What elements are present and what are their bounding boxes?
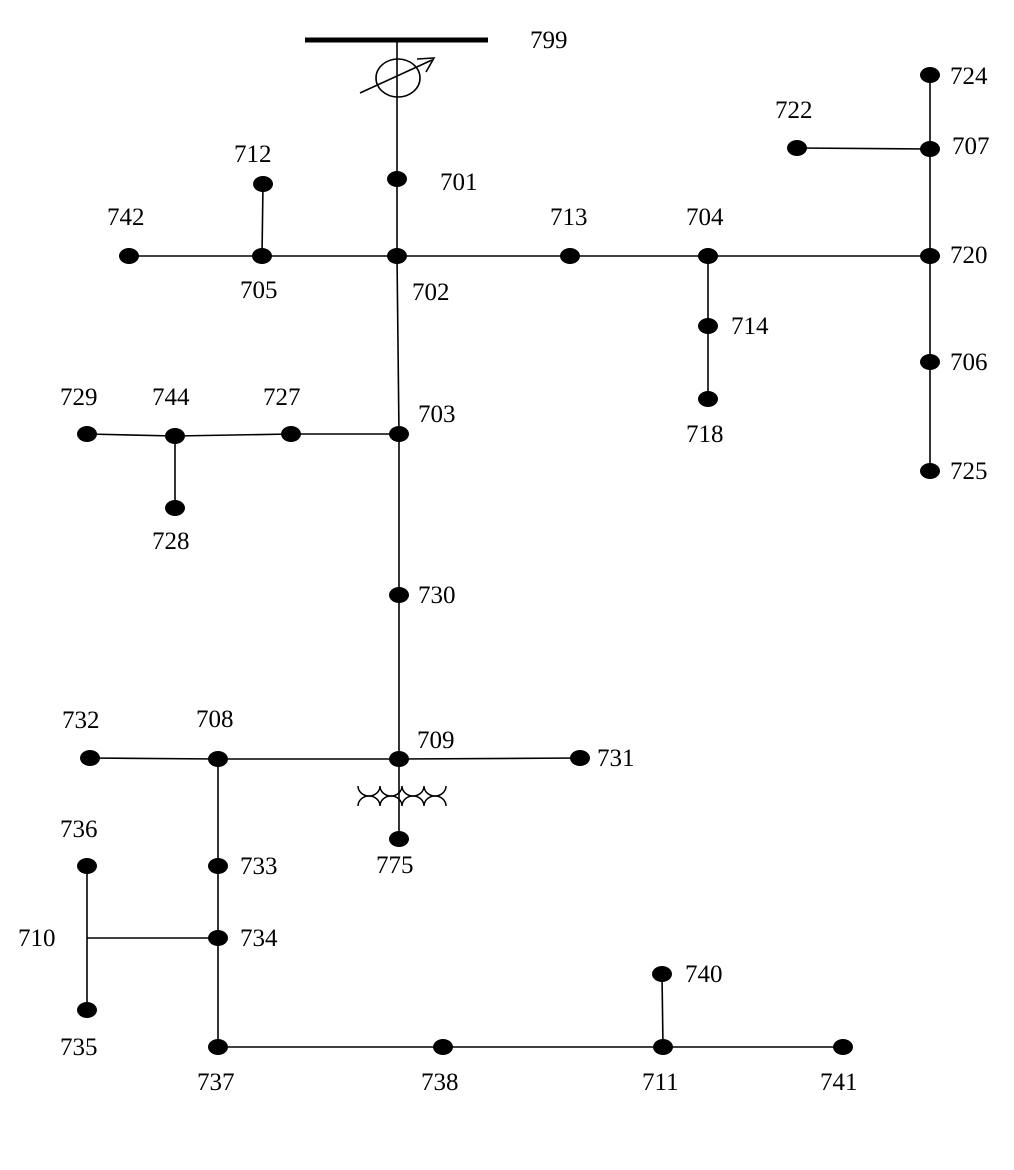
node-label-720: 720: [950, 242, 988, 269]
node-label-728: 728: [152, 528, 190, 555]
node-706: [920, 354, 940, 370]
node-701: [387, 171, 407, 187]
node-label-710: 710: [18, 925, 56, 952]
node-label-740: 740: [685, 961, 723, 988]
edge-712-705: [261, 183, 264, 257]
node-label-703: 703: [418, 401, 456, 428]
node-label-724: 724: [950, 63, 988, 90]
node-label-722: 722: [775, 97, 813, 124]
edge-709-731: [398, 757, 581, 760]
node-707: [920, 141, 940, 157]
node-720: [920, 248, 940, 264]
node-label-799: 799: [530, 27, 568, 54]
node-722: [787, 140, 807, 156]
node-label-713: 713: [550, 204, 588, 231]
node-label-730: 730: [418, 582, 456, 609]
edge-708-732: [89, 757, 219, 760]
node-label-705: 705: [240, 277, 278, 304]
node-label-736: 736: [60, 816, 98, 843]
node-label-708: 708: [196, 706, 234, 733]
node-736: [77, 858, 97, 874]
node-label-706: 706: [950, 349, 988, 376]
node-label-775: 775: [376, 852, 414, 879]
node-709: [389, 751, 409, 767]
node-742: [119, 248, 139, 264]
node-labels: 799 701 702 703 704 705 706 707 708 709 710 711 712 7…: [18, 27, 990, 1096]
line-segments: [86, 40, 931, 1048]
edge-722-707: [796, 147, 931, 150]
node-label-702: 702: [412, 279, 450, 306]
node-label-718: 718: [686, 421, 724, 448]
edge-711-740: [661, 973, 664, 1048]
node-708: [208, 751, 228, 767]
node-704: [698, 248, 718, 264]
node-727: [281, 426, 301, 442]
node-732: [80, 750, 100, 766]
node-740: [652, 966, 672, 982]
node-725: [920, 463, 940, 479]
node-label-727: 727: [263, 384, 301, 411]
node-730: [389, 587, 409, 603]
node-label-714: 714: [731, 313, 769, 340]
node-775: [389, 831, 409, 847]
node-718: [698, 391, 718, 407]
nodes: [77, 67, 940, 1055]
node-711: [653, 1039, 673, 1055]
node-label-704: 704: [686, 204, 724, 231]
node-702: [387, 248, 407, 264]
node-712: [253, 176, 273, 192]
node-label-737: 737: [197, 1069, 235, 1096]
node-713: [560, 248, 580, 264]
node-label-731: 731: [597, 745, 635, 772]
node-label-711: 711: [642, 1069, 679, 1096]
regulator-icon: [359, 57, 436, 98]
node-741: [833, 1039, 853, 1055]
node-label-709: 709: [417, 727, 455, 754]
node-724: [920, 67, 940, 83]
node-label-707: 707: [952, 133, 990, 160]
node-label-725: 725: [950, 458, 988, 485]
node-731: [570, 750, 590, 766]
node-705: [252, 248, 272, 264]
node-label-729: 729: [60, 384, 98, 411]
node-label-742: 742: [107, 204, 145, 231]
node-label-734: 734: [240, 925, 278, 952]
node-728: [165, 500, 185, 516]
edge-702-703: [396, 255, 400, 435]
node-735: [77, 1002, 97, 1018]
node-label-732: 732: [62, 707, 100, 734]
node-label-741: 741: [820, 1069, 858, 1096]
edge-744-729: [86, 433, 176, 437]
node-label-733: 733: [240, 853, 278, 880]
node-737: [208, 1039, 228, 1055]
node-729: [77, 426, 97, 442]
node-733: [208, 858, 228, 874]
node-label-735: 735: [60, 1034, 98, 1061]
node-label-744: 744: [152, 384, 190, 411]
edge-727-744: [174, 433, 292, 437]
node-714: [698, 318, 718, 334]
node-label-701: 701: [440, 169, 478, 196]
node-734: [208, 930, 228, 946]
node-label-712: 712: [234, 141, 272, 168]
transformer-icon: [357, 785, 447, 807]
node-744: [165, 428, 185, 444]
node-label-738: 738: [421, 1069, 459, 1096]
node-738: [433, 1039, 453, 1055]
node-703: [389, 426, 409, 442]
